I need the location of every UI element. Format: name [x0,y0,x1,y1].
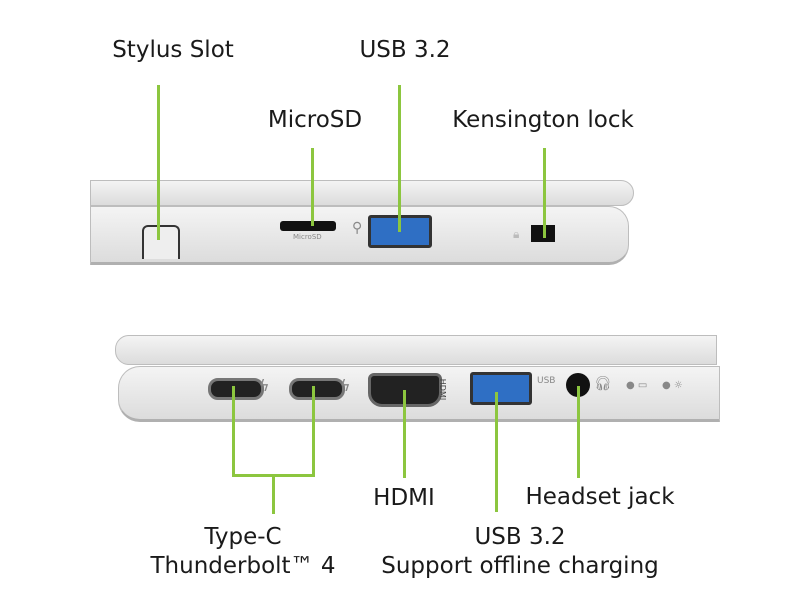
battery-led-icon: ● ▭ [626,380,648,391]
thunderbolt-port-2 [289,378,345,400]
thunderbolt-port-1 [208,378,264,400]
callout-line-microsd [311,148,314,226]
headset-icon: 🎧︎ [594,376,612,392]
label-offline-charging: Support offline charging [381,553,659,579]
label-usb-bottom: USB 3.2 [474,524,566,550]
microsd-slot [280,221,336,231]
callout-line-stylus [157,85,160,240]
label-headset: Headset jack [525,484,675,510]
callout-line-headset [577,386,580,478]
label-hdmi: HDMI [373,485,435,511]
usb-marking: USB [537,376,556,386]
usb-symbol-icon: ⚲ [352,220,363,236]
thunderbolt-icon: ϟ [340,376,351,395]
thunderbolt-icon: ϟ [259,376,270,395]
label-stylus-slot: Stylus Slot [112,37,234,63]
hdmi-marking: HDMI [438,378,448,401]
usb-port-bottom [470,372,532,405]
lock-icon: 🔒︎ [513,227,520,241]
label-microsd: MicroSD [267,107,363,133]
callout-line-hdmi [403,390,406,478]
callout-line-typec-1 [232,386,235,476]
callout-line-usb-bottom [495,392,498,512]
power-led-icon: ● ☼ [662,380,683,391]
label-thunderbolt: Thunderbolt™ 4 [150,553,336,579]
microsd-marking: MicroSD [293,233,322,241]
callout-line-kensington [543,148,546,238]
callout-line-usb-top [398,85,401,232]
bottom-laptop-lid [115,335,717,365]
top-laptop-lid [90,180,634,206]
callout-line-typec-2 [312,386,315,476]
label-usb-top: USB 3.2 [359,37,451,63]
label-kensington: Kensington lock [452,107,634,133]
label-typec: Type-C [204,524,282,550]
stylus-slot [142,225,180,259]
callout-line-typec-stem [272,474,275,514]
